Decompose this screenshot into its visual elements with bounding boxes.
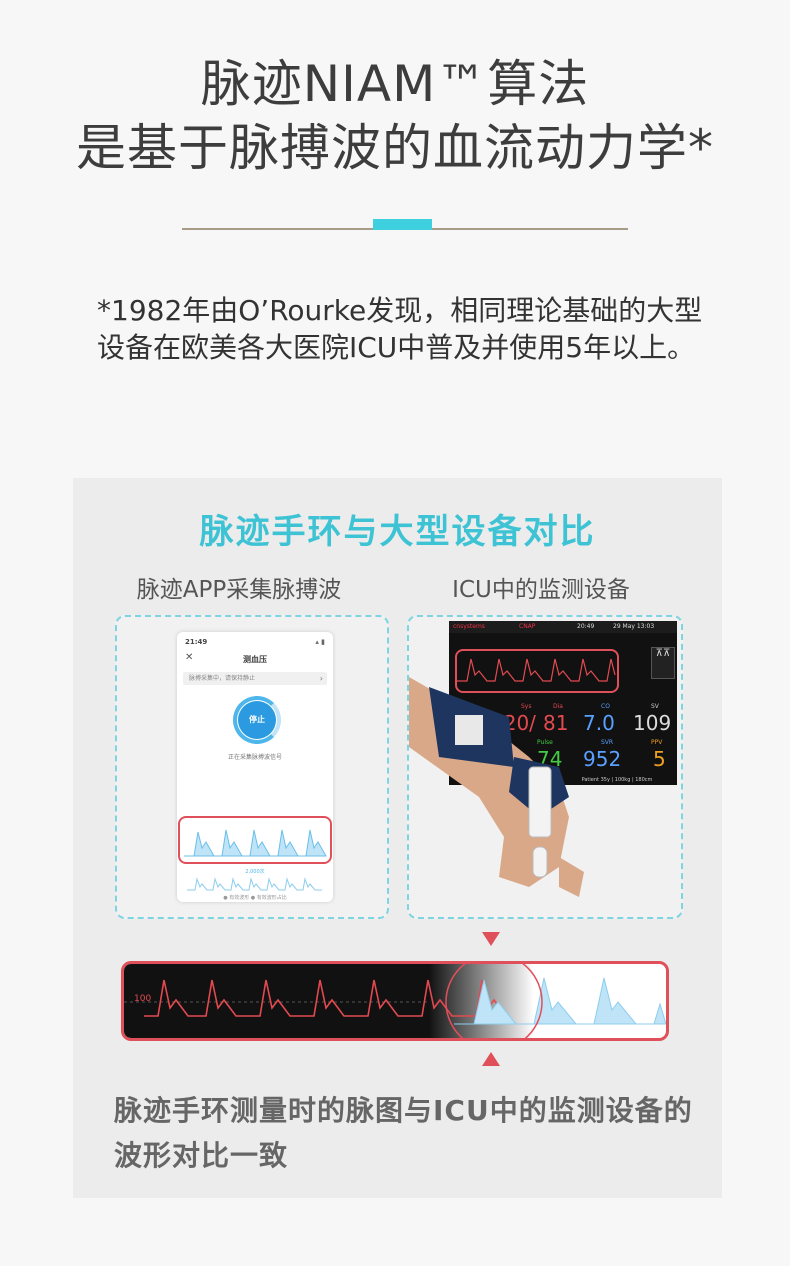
title-line-1: 脉迹NIAM™算法	[200, 55, 590, 113]
left-column-label: 脉迹APP采集脉搏波	[136, 577, 342, 603]
svr-label: SVR	[601, 739, 614, 746]
sys-label: Sys	[521, 703, 532, 710]
title-line-2: 是基于脉搏波的血流动力学*	[76, 119, 714, 177]
monitor-topbar: cnsystems CNAP 20:49 29 May 13:03	[449, 621, 677, 633]
ppv-value: 5	[653, 747, 666, 771]
monitor-waveform-highlight	[455, 649, 619, 693]
arm-with-cuff-image	[409, 677, 584, 897]
stop-button: 停止	[238, 701, 276, 739]
monitor-date: 29 May 13:03	[613, 623, 655, 630]
phone-legend: ● 有效波形 ● 有效波形占比	[223, 895, 287, 901]
phone-status-bar: 脉搏采集中，请保持静止 ›	[183, 672, 327, 685]
dia-value: 81	[543, 711, 569, 735]
app-screenshot-frame: 21:49 ▴ ▮ ✕ 测血压 脉搏采集中，请保持静止 › 停止 正在采集脉搏波…	[115, 615, 389, 919]
co-label: CO	[601, 703, 610, 710]
monitor-brand: cnsystems	[453, 623, 485, 630]
app-waveform	[184, 829, 327, 857]
monitor-waveform	[457, 658, 616, 682]
monitor-values: Sys 120/ Dia 81 Pulse 74 CO 7.0 SV 109 S…	[491, 703, 673, 777]
comparison-panel: 脉迹手环与大型设备对比 脉迹APP采集脉搏波 ICU中的监测设备 21:49 ▴…	[73, 478, 722, 1198]
app-mini-waveform	[187, 877, 322, 891]
phone-time: 21:49	[185, 638, 208, 646]
phone-status-icons: ▴ ▮	[315, 638, 325, 646]
phone-screenshot: 21:49 ▴ ▮ ✕ 测血压 脉搏采集中，请保持静止 › 停止 正在采集脉搏波…	[177, 632, 333, 902]
phone-bar-text: 脉搏采集中，请保持静止	[189, 675, 256, 682]
phone-count: 2,000次	[245, 869, 265, 875]
dia-label: Dia	[553, 703, 563, 710]
co-value: 7.0	[583, 711, 615, 735]
sv-value: 109	[633, 711, 672, 735]
panel-title: 脉迹手环与大型设备对比	[199, 512, 596, 552]
close-icon: ✕	[185, 652, 194, 663]
app-waveform-highlight	[178, 816, 332, 864]
monitor-patient-info: Patient 35y | 100kg | 180cm	[581, 777, 653, 783]
progress-ring	[233, 696, 281, 744]
ppv-label: PPV	[651, 739, 663, 746]
waveform-comparison-strip: 100	[121, 961, 669, 1041]
icu-photo-frame: cnsystems CNAP 20:49 29 May 13:03 ⊼⊼ Sys…	[407, 615, 683, 919]
phone-caption: 正在采集脉搏波信号	[227, 754, 282, 761]
footnote-text: *1982年由O’Rourke发现，相同理论基础的大型设备在欧美各大医院ICU中…	[97, 294, 703, 364]
triangle-down-marker	[482, 932, 500, 946]
comparison-caption: 脉迹手环测量时的脉图与ICU中的监测设备的波形对比一致	[114, 1094, 693, 1172]
title-divider-accent	[373, 219, 432, 230]
waveform-comparison-graphic	[124, 964, 666, 1038]
phone-screen-title: 测血压	[243, 655, 267, 664]
sv-label: SV	[651, 703, 659, 710]
chevron-right-icon: ›	[319, 674, 323, 683]
right-column-label: ICU中的监测设备	[452, 577, 630, 603]
monitor-side-indicator: ⊼⊼	[651, 647, 675, 679]
monitor-clock: 20:49	[577, 623, 595, 630]
pulse-label: Pulse	[537, 739, 553, 746]
svr-value: 952	[583, 747, 622, 771]
triangle-up-marker	[482, 1052, 500, 1066]
monitor-mode: CNAP	[519, 623, 536, 630]
page-title: 脉迹NIAM™算法 是基于脉搏波的血流动力学*	[0, 52, 790, 180]
compare-axis-label: 100	[134, 994, 152, 1004]
